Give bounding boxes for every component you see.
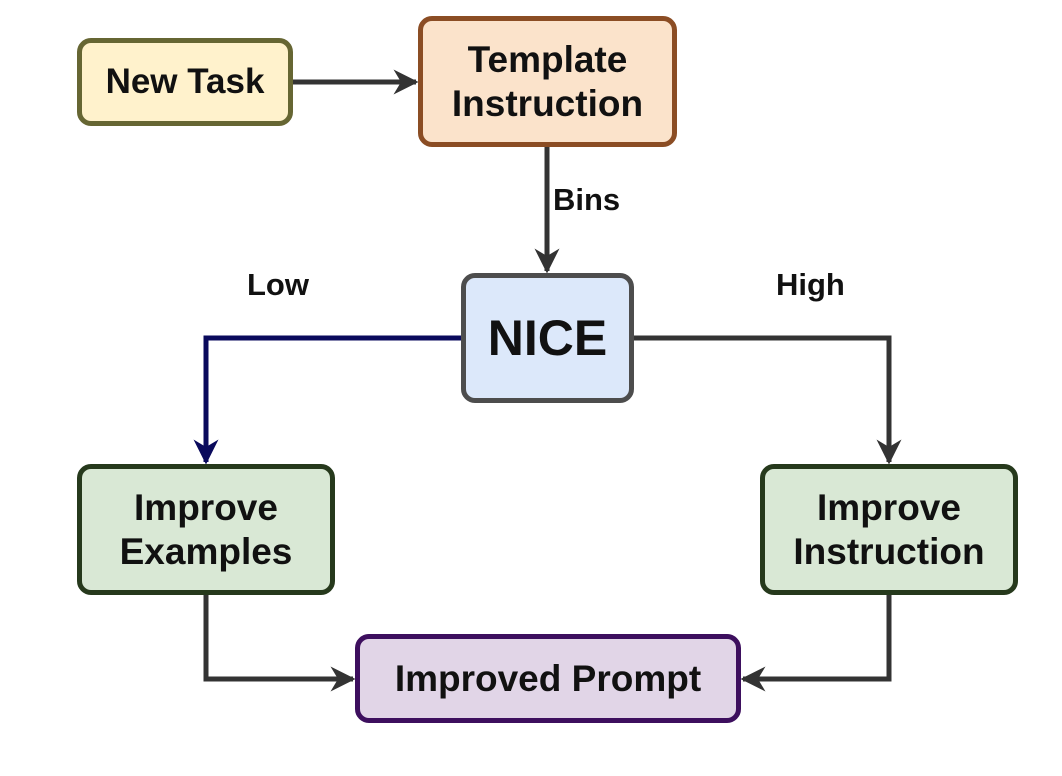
improve-instruction-label-line-1: Improve: [817, 486, 961, 528]
bins-edge-label: Bins: [553, 182, 621, 217]
improve-instruction-label-line-2: Instruction: [793, 530, 985, 572]
arrow-nice-to-improve-instruction: [634, 335, 902, 465]
improved-prompt-label: Improved Prompt: [394, 657, 702, 699]
arrow-nice-to-improve-examples: [193, 335, 461, 465]
template-instruction-label-line-1: Template: [467, 38, 628, 80]
template-instruction-node: Template Instruction: [418, 16, 677, 147]
improve-examples-label-line-1: Improve: [134, 486, 278, 528]
improve-examples-label-line-2: Examples: [119, 530, 293, 572]
high-edge-label: High: [776, 267, 845, 302]
new-task-node: New Task: [77, 38, 293, 126]
new-task-label: New Task: [105, 62, 265, 102]
improve-instruction-node: Improve Instruction: [760, 464, 1018, 595]
low-edge-label: Low: [247, 267, 309, 302]
nice-label: NICE: [487, 309, 608, 366]
arrow-improve-examples-to-prompt: [203, 595, 356, 692]
improve-examples-node: Improve Examples: [77, 464, 335, 595]
nice-node: NICE: [461, 273, 634, 403]
arrow-improve-instruction-to-prompt: [740, 595, 892, 692]
template-instruction-label-line-2: Instruction: [451, 82, 644, 124]
improved-prompt-node: Improved Prompt: [355, 634, 741, 723]
